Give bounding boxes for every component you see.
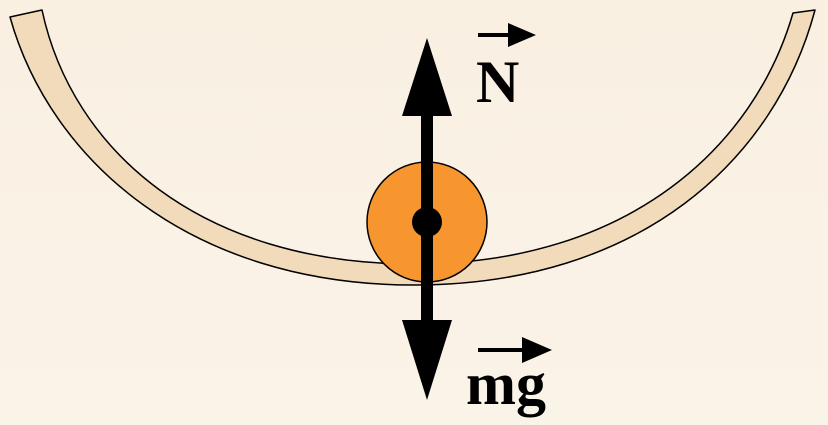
weight-label: mg xyxy=(466,337,552,417)
arrow-up-icon xyxy=(402,38,452,116)
weight-text: mg xyxy=(466,351,546,417)
normal-force-text: N xyxy=(476,49,519,115)
vector-arrowhead xyxy=(508,23,536,47)
normal-force-label: N xyxy=(476,23,536,115)
arrow-down-icon xyxy=(402,320,452,400)
ball-center xyxy=(412,207,442,237)
